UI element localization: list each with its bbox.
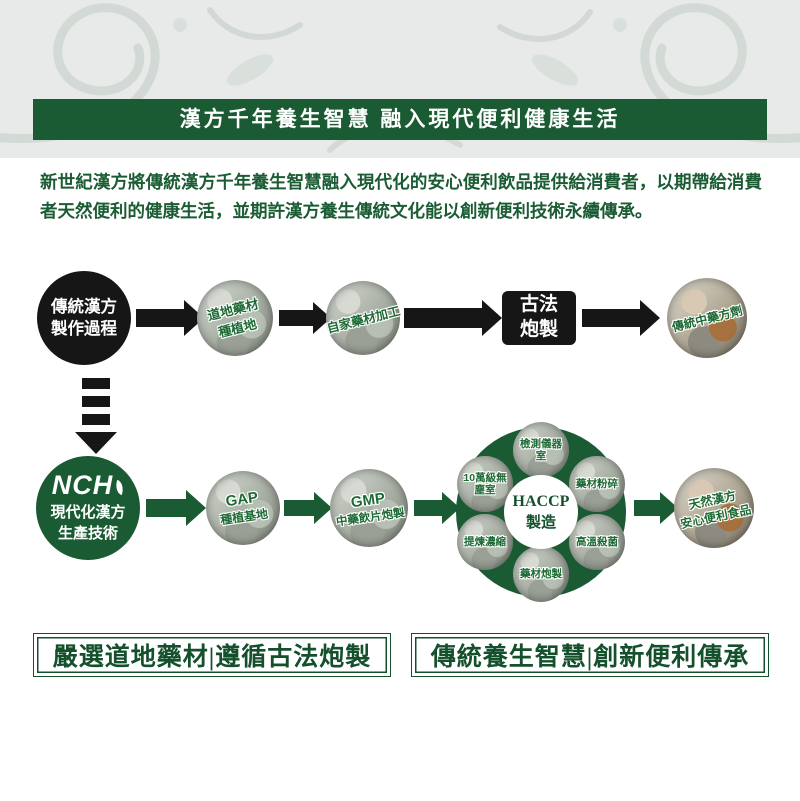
photo-gap-site [206, 471, 280, 545]
flow-arrow-bar [284, 500, 314, 516]
cluster-photo-extraction: 提煉濃縮 [457, 514, 513, 570]
slogan-left-text: 嚴選道地藥材|遵循古法炮製 [52, 644, 372, 671]
flow-arrow-head [314, 492, 332, 524]
cluster-photo-paozhi: 藥材炮製 [513, 546, 569, 602]
dashed-down-arrow-segment [82, 378, 110, 389]
intro-paragraph: 新世紀漢方將傳統漢方千年養生智慧融入現代化的安心便利飲品提供給消費者，以期帶給消… [40, 172, 762, 222]
haccp-center-node: HACCP 製造 [504, 475, 578, 549]
photo-step-processing [326, 281, 400, 355]
leaf-icon [113, 480, 127, 496]
cluster-photo-cleanroom: 10萬級無塵室 [457, 456, 513, 512]
flow-arrow-head [660, 492, 678, 524]
photo-step-planting [197, 280, 273, 356]
gufa-line1: 古法 [519, 294, 558, 316]
flow-arrow-bar [414, 500, 442, 516]
traditional-start-node: 傳統漢方 製作過程 [37, 271, 131, 365]
dashed-down-arrow-segment [82, 396, 110, 407]
traditional-start-line1: 傳統漢方 [51, 297, 117, 316]
flow-arrow-head [442, 492, 460, 524]
modern-start-line1: 現代化漢方 [50, 504, 126, 522]
flow-arrow-head [640, 300, 660, 336]
photo-gap-site-label: GAP 種植基地 [219, 488, 269, 528]
photo-step-planting-label: 道地藥材 種植地 [205, 296, 260, 341]
gufa-paozhi-node: 古法 炮製 [502, 291, 576, 345]
photo-modern-final-product-label: 天然漢方 安心便利食品 [679, 488, 753, 532]
flow-arrow-bar [404, 308, 482, 328]
modern-start-line2: 生產技術 [57, 524, 118, 542]
flow-arrow-head [186, 490, 206, 526]
traditional-start-line2: 製作過程 [51, 320, 117, 338]
flow-arrow-bar [136, 309, 184, 327]
dashed-down-arrow-segment [82, 414, 110, 425]
haccp-line1: HACCP [512, 492, 570, 510]
photo-step-processing-label: 自家藥材加工 [325, 303, 402, 336]
nch-logo: NCH [52, 472, 127, 499]
slogan-box-left: 嚴選道地藥材|遵循古法炮製 [33, 633, 391, 677]
cluster-photo-inspection: 檢測儀器室 [513, 422, 569, 478]
flow-arrow-head [482, 300, 502, 336]
photo-modern-final-product [674, 468, 754, 548]
photo-traditional-result [667, 278, 747, 358]
dashed-down-arrow-head [75, 432, 117, 454]
slogan-right-text: 傳統養生智慧|創新便利傳承 [430, 644, 750, 671]
flow-arrow-bar [279, 310, 313, 326]
flow-arrow-bar [582, 309, 640, 327]
flow-arrow-bar [146, 499, 186, 517]
flow-arrow-bar [634, 500, 660, 516]
slogan-box-right: 傳統養生智慧|創新便利傳承 [411, 633, 769, 677]
modern-start-node: NCH 現代化漢方 生產技術 [36, 456, 140, 560]
page-title: 漢方千年養生智慧 融入現代便利健康生活 [33, 99, 767, 140]
haccp-line2: 製造 [525, 514, 556, 531]
photo-gmp-plant [330, 469, 408, 547]
photo-traditional-result-label: 傳統中藥方劑 [670, 302, 744, 334]
haccp-cluster: 檢測儀器室 藥材粉碎 高溫殺菌 藥材炮製 提煉濃縮 10萬級無塵室 HACCP … [451, 422, 631, 602]
photo-gmp-plant-label: GMP 中藥飲片炮製 [335, 489, 406, 529]
cluster-photo-grinding: 藥材粉碎 [569, 456, 625, 512]
gufa-line2: 炮製 [519, 319, 558, 340]
cluster-photo-sterilizing: 高溫殺菌 [569, 514, 625, 570]
